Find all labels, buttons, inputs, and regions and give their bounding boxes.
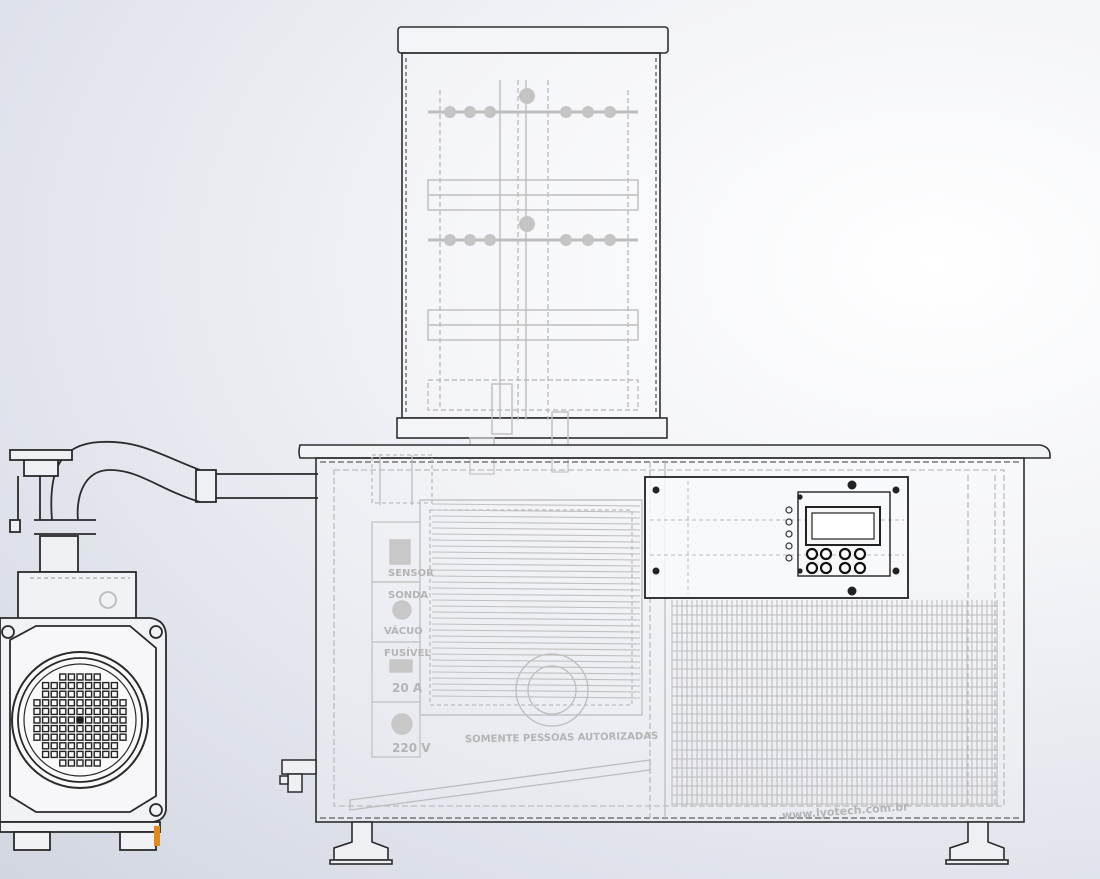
lcd-display	[811, 512, 875, 540]
fan-grille	[33, 673, 127, 767]
valve-fittings	[444, 88, 616, 246]
controller-unit	[785, 491, 891, 577]
label-sonda: SONDA	[388, 590, 428, 601]
condenser-radiator	[671, 600, 998, 806]
panel-screws	[797, 494, 803, 574]
label-vacuo: VÁCUO	[384, 624, 423, 637]
accent-mark	[154, 826, 160, 846]
condenser-coil-left	[431, 503, 641, 699]
label-fusivel: FUSÍVEL	[384, 646, 431, 659]
cabinet-feet	[329, 821, 1009, 865]
label-sensor: SENSOR	[388, 568, 434, 579]
warning-label: SOMENTE PESSOAS AUTORIZADAS	[465, 731, 658, 745]
side-label-plate	[371, 521, 421, 758]
keypad-buttons	[805, 547, 867, 575]
label-voltage: 220 V	[392, 741, 431, 755]
vacuum-pump	[0, 571, 167, 851]
drain-valve	[279, 759, 317, 793]
vacuum-hose	[9, 440, 318, 573]
status-leds	[785, 506, 793, 562]
shelf-rack	[427, 80, 639, 420]
label-fuse-rating: 20 A	[392, 681, 423, 695]
drying-chamber	[396, 26, 669, 439]
